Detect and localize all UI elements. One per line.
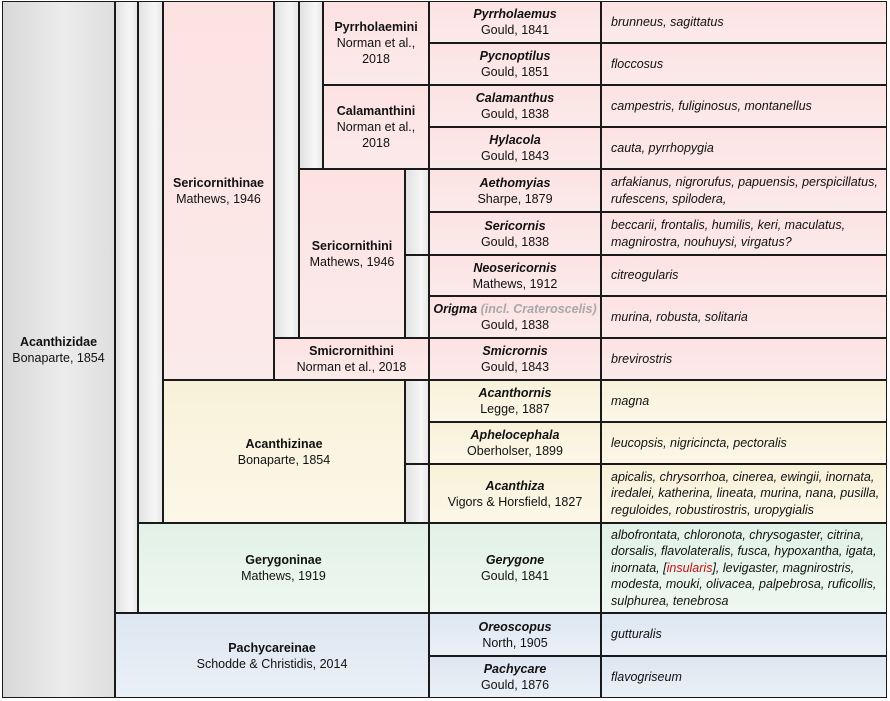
subfamily-sericornithinae: Sericornithinae Mathews, 1946 [163,1,274,380]
family-name: Acanthizidae [19,334,98,349]
family-acanthizidae: Acanthizidae Bonaparte, 1854 [2,1,115,698]
genus-acanthiza: Acanthiza Vigors & Horsfield, 1827 [429,464,601,523]
genus-pyrrholaemus: Pyrrholaemus Gould, 1841 [429,1,601,43]
genus-pycnoptilus: Pycnoptilus Gould, 1851 [429,43,601,85]
genus-origma-note: (incl. Crateroscelis) [480,302,597,316]
species-gerygone-highlight: insularis [666,560,713,575]
genus-pachycare: Pachycare Gould, 1876 [429,656,601,698]
genus-neosericornis: Neosericornis Mathews, 1912 [429,255,601,296]
species-origma: murina, robusta, solitaria [601,296,887,338]
species-hylacola: cauta, pyrrhopygia [601,127,887,169]
genus-aethomyias: Aethomyias Sharpe, 1879 [429,169,601,212]
species-acanthornis: magna [601,380,887,422]
subfamily-gerygoninae: Gerygoninae Mathews, 1919 [138,523,429,613]
species-oreoscopus: gutturalis [601,613,887,656]
spacer-column-1 [115,1,138,613]
species-acanthiza: apicalis, chrysorrhoa, cinerea, ewingii,… [601,464,887,523]
genus-sericornis: Sericornis Gould, 1838 [429,212,601,255]
genus-smicrornis: Smicrornis Gould, 1843 [429,338,601,380]
spacer-acanthizinae-2 [405,464,429,523]
genus-aphelocephala: Aphelocephala Oberholser, 1899 [429,422,601,464]
spacer-sericornithini-1 [405,169,429,255]
species-gerygone: albofrontata, chloronota, chrysogaster, … [601,523,887,613]
species-pycnoptilus: floccosus [601,43,887,85]
subfamily-acanthizinae: Acanthizinae Bonaparte, 1854 [163,380,405,523]
species-pachycare: flavogriseum [601,656,887,698]
species-sericornis: beccarii, frontalis, humilis, keri, macu… [601,212,887,255]
subfamily-pachycareinae: Pachycareinae Schodde & Christidis, 2014 [115,613,429,698]
species-neosericornis: citreogularis [601,255,887,296]
species-smicrornis: brevirostris [601,338,887,380]
family-authority: Bonaparte, 1854 [12,350,105,365]
species-pyrrholaemus: brunneus, sagittatus [601,1,887,43]
genus-acanthornis: Acanthornis Legge, 1887 [429,380,601,422]
spacer-column-2 [138,1,163,523]
genus-calamanthus: Calamanthus Gould, 1838 [429,85,601,127]
tribe-calamanthini: Calamanthini Norman et al., 2018 [323,85,429,169]
species-aphelocephala: leucopsis, nigricincta, pectoralis [601,422,887,464]
tribe-smicrornithini: Smicrornithini Norman et al., 2018 [274,338,429,380]
tribe-pyrrholaemini: Pyrrholaemini Norman et al., 2018 [323,1,429,85]
tribe-sericornithini: Sericornithini Mathews, 1946 [299,169,405,338]
genus-hylacola: Hylacola Gould, 1843 [429,127,601,169]
genus-origma: Origma (incl. Crateroscelis) Gould, 1838 [429,296,601,338]
genus-oreoscopus: Oreoscopus North, 1905 [429,613,601,656]
species-calamanthus: campestris, fuliginosus, montanellus [601,85,887,127]
spacer-sericornithini-2 [405,255,429,338]
species-aethomyias: arfakianus, nigrorufus, papuensis, persp… [601,169,887,212]
spacer-column-3 [274,1,299,338]
spacer-acanthizinae-1 [405,380,429,464]
genus-gerygone: Gerygone Gould, 1841 [429,523,601,613]
spacer-column-4 [299,1,323,169]
